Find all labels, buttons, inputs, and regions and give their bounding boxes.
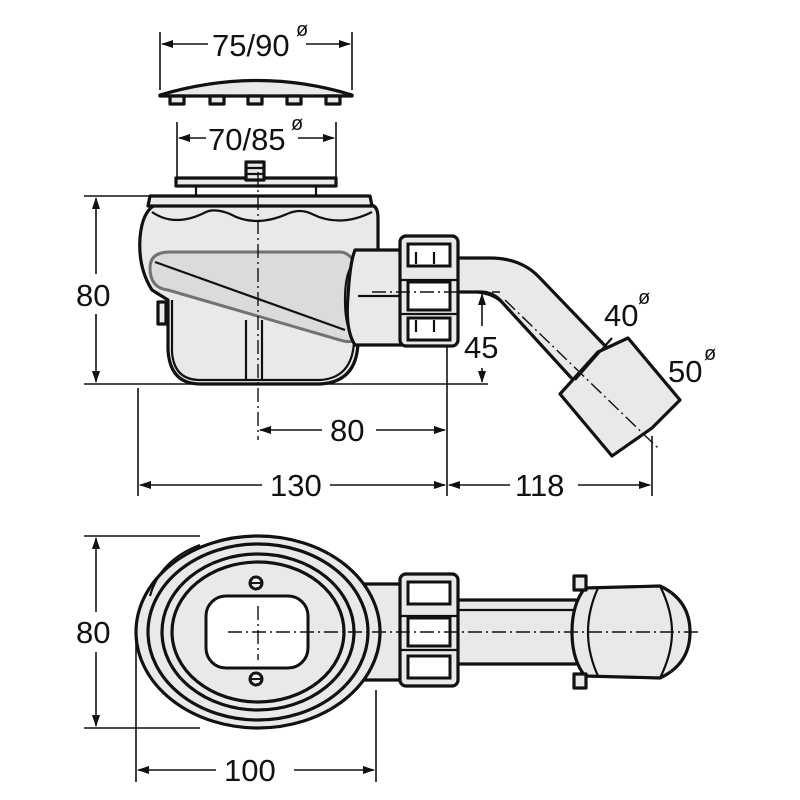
body-width-dimension: 100 — [135, 636, 377, 788]
side-view: 75/90 ø 70/85 ø — [76, 19, 716, 503]
body-width-label: 100 — [224, 753, 276, 788]
outlet-diameter-label: 50 — [668, 354, 702, 389]
center-to-outlet-dimension: 80 — [259, 346, 448, 496]
grate-diameter-symbol: ø — [291, 113, 303, 135]
outlet-length-label: 118 — [515, 468, 564, 503]
top-height-dimension: 80 — [76, 535, 200, 729]
outlet-sleeve — [558, 336, 682, 458]
grate-diameter-label: 70/85 — [208, 122, 286, 157]
pipe-diameter-label: 40 — [604, 298, 638, 333]
drain-body — [138, 160, 407, 386]
grate-diameter-dimension: 70/85 ø — [176, 113, 337, 180]
center-to-outlet-label: 80 — [330, 413, 364, 448]
body-length-dimension: 130 — [137, 388, 653, 503]
top-union-nut — [398, 572, 460, 688]
pipe-centerline — [504, 299, 661, 451]
pipe-diameter-symbol: ø — [638, 287, 650, 309]
union-nut — [398, 234, 460, 348]
height-label: 80 — [76, 278, 110, 313]
pipe-diameter-annotation: 40 ø — [604, 287, 650, 333]
outlet-height-label: 45 — [464, 330, 498, 365]
cover-diameter-label: 75/90 — [212, 28, 290, 63]
cover-diameter-dimension: 75/90 ø — [159, 19, 353, 90]
cover-diameter-symbol: ø — [296, 19, 308, 41]
cover-plate — [158, 78, 354, 106]
body-length-label: 130 — [270, 468, 322, 503]
outlet-length-dimension: 118 — [448, 468, 651, 503]
top-view: 80 100 — [76, 534, 700, 788]
height-dimension: 80 — [76, 195, 488, 385]
outlet-diameter-symbol: ø — [704, 343, 716, 365]
outlet-diameter-annotation: 50 ø — [668, 343, 716, 389]
outlet-height-dimension: 45 — [464, 293, 498, 383]
top-height-label: 80 — [76, 615, 110, 650]
